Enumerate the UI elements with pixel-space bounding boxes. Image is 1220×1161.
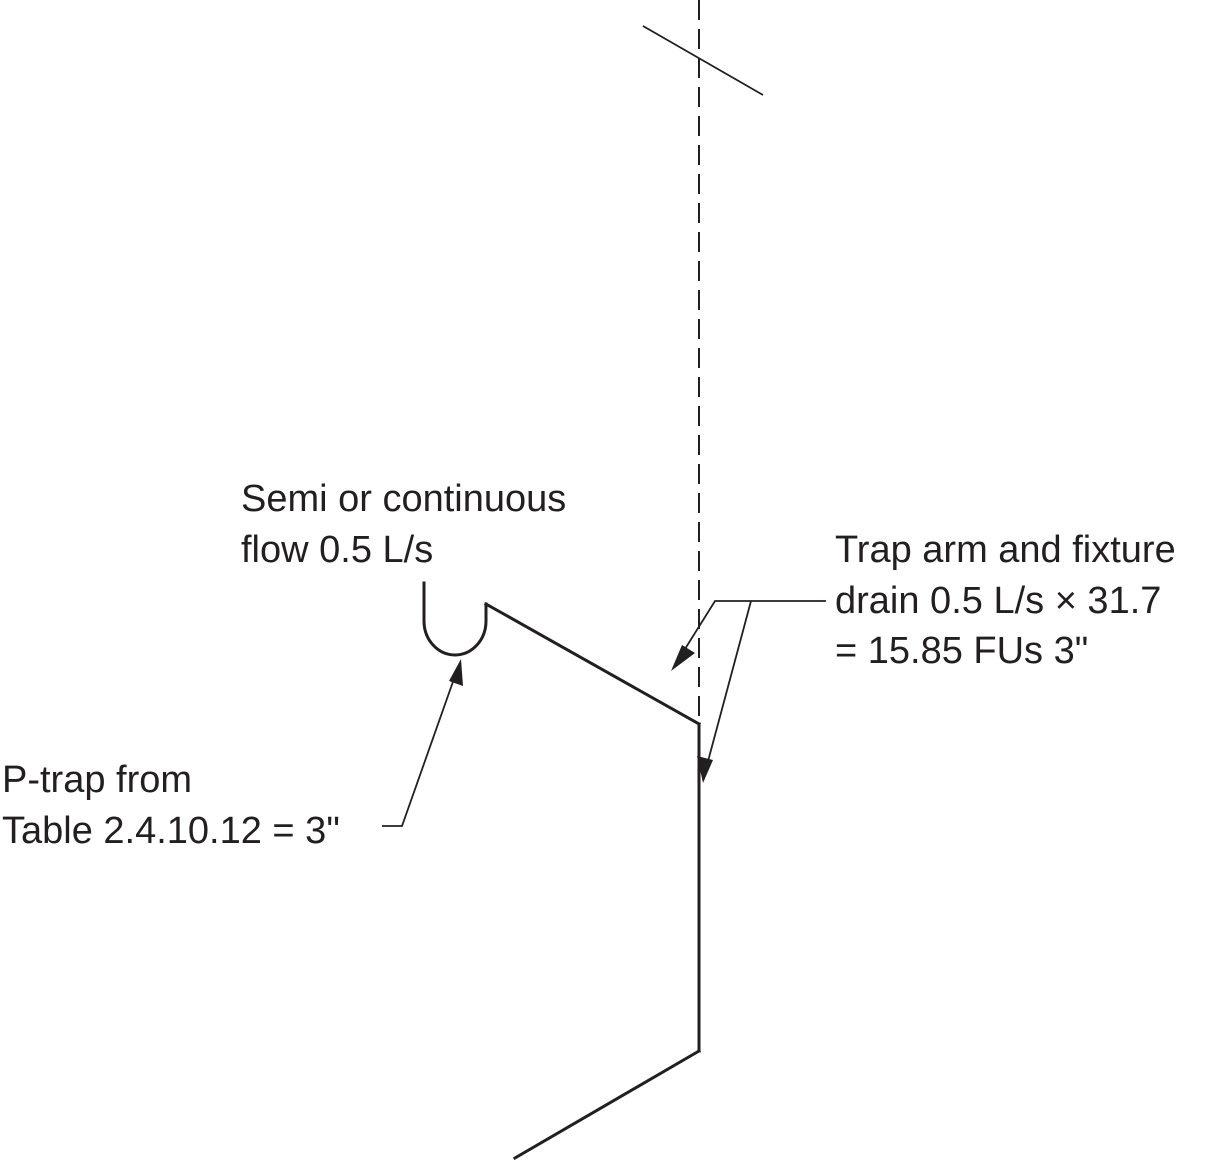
trap-arm-label-line-3: = 15.85 FUs 3"	[835, 630, 1088, 672]
fixture-drain-arrowhead	[697, 756, 713, 783]
lower-offset-pipe	[512, 1048, 702, 1161]
trap-arm-arrowhead	[671, 645, 695, 671]
p-trap-label-line-1: P-trap from	[2, 759, 192, 801]
p-trap-bend	[422, 581, 488, 657]
p-trap-leader	[382, 675, 456, 827]
trap-arm-pipe	[483, 601, 702, 727]
fixture-drain-leader	[706, 600, 752, 766]
trap-arm-leader	[679, 600, 826, 658]
p-trap-label-line-2: Table 2.4.10.12 = 3"	[2, 810, 340, 852]
flow-label-line-1: Semi or continuous	[241, 478, 566, 520]
flow-label-line-2: flow 0.5 L/s	[241, 529, 433, 571]
trap-arm-label-line-2: drain 0.5 L/s × 31.7	[835, 580, 1161, 622]
trap-arm-label-line-1: Trap arm and fixture	[835, 529, 1176, 571]
stack-break-mark	[642, 25, 764, 96]
p-trap-arrowhead	[449, 659, 463, 686]
